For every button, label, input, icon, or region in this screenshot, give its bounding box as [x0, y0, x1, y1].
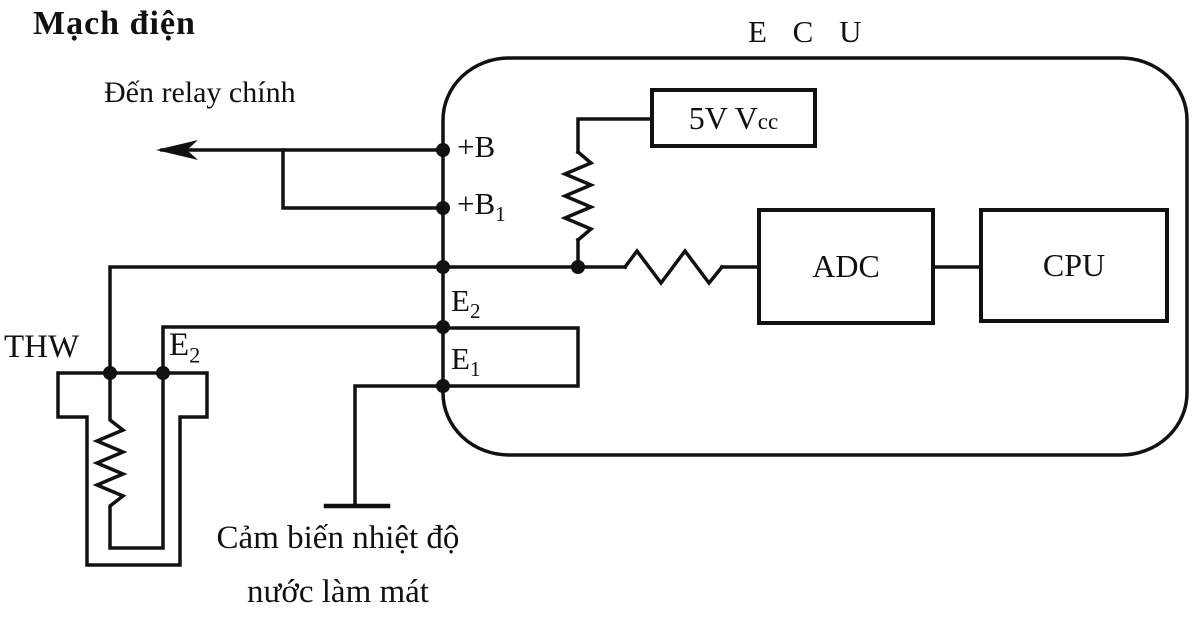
node-signal	[436, 260, 450, 274]
thw-label: THW	[4, 329, 80, 365]
terminal-label-plus-b: +B	[457, 129, 496, 164]
resistor-series	[622, 248, 725, 286]
page-title: Mạch điện	[33, 5, 196, 42]
node-pullup-junction	[571, 260, 585, 274]
vcc-box: 5V Vcc	[650, 88, 817, 148]
resistor-pullup	[560, 149, 596, 243]
sensor-housing	[56, 371, 209, 567]
sensor-caption-line1: Cảm biến nhiệt độ	[216, 520, 460, 556]
sensor-caption-line2: nước làm mát	[247, 574, 429, 610]
terminal-label-e1: E1	[451, 341, 481, 382]
relay-label: Đến relay chính	[104, 76, 296, 109]
wire-e2-e1-loop	[441, 326, 580, 388]
sensor-e2-label: E2	[169, 327, 201, 368]
node-plus-b	[436, 143, 450, 157]
node-e1	[436, 379, 450, 393]
vcc-label: 5V Vcc	[688, 99, 779, 136]
node-plus-b1	[436, 201, 450, 215]
node-e2	[436, 320, 450, 334]
adc-label: ADC	[812, 248, 880, 284]
terminal-label-e2: E2	[451, 283, 481, 324]
wire-b1-branch	[281, 148, 445, 210]
cpu-label: CPU	[1042, 247, 1106, 283]
wire-thw-signal	[108, 265, 627, 375]
wire-e2	[161, 325, 445, 375]
wire-ground	[353, 384, 445, 508]
adc-box: ADC	[757, 208, 935, 325]
thermistor	[92, 371, 165, 550]
junction-dots	[103, 143, 585, 393]
ecu-outline	[441, 56, 1189, 457]
cpu-box: CPU	[979, 208, 1169, 323]
ecu-label: E C U	[748, 14, 871, 49]
node-sensor-e2	[156, 366, 170, 380]
terminal-label-plus-b1: +B1	[457, 186, 506, 227]
node-sensor-thw	[103, 366, 117, 380]
arrow-left-icon	[156, 140, 198, 160]
wire-vcc	[576, 117, 654, 154]
